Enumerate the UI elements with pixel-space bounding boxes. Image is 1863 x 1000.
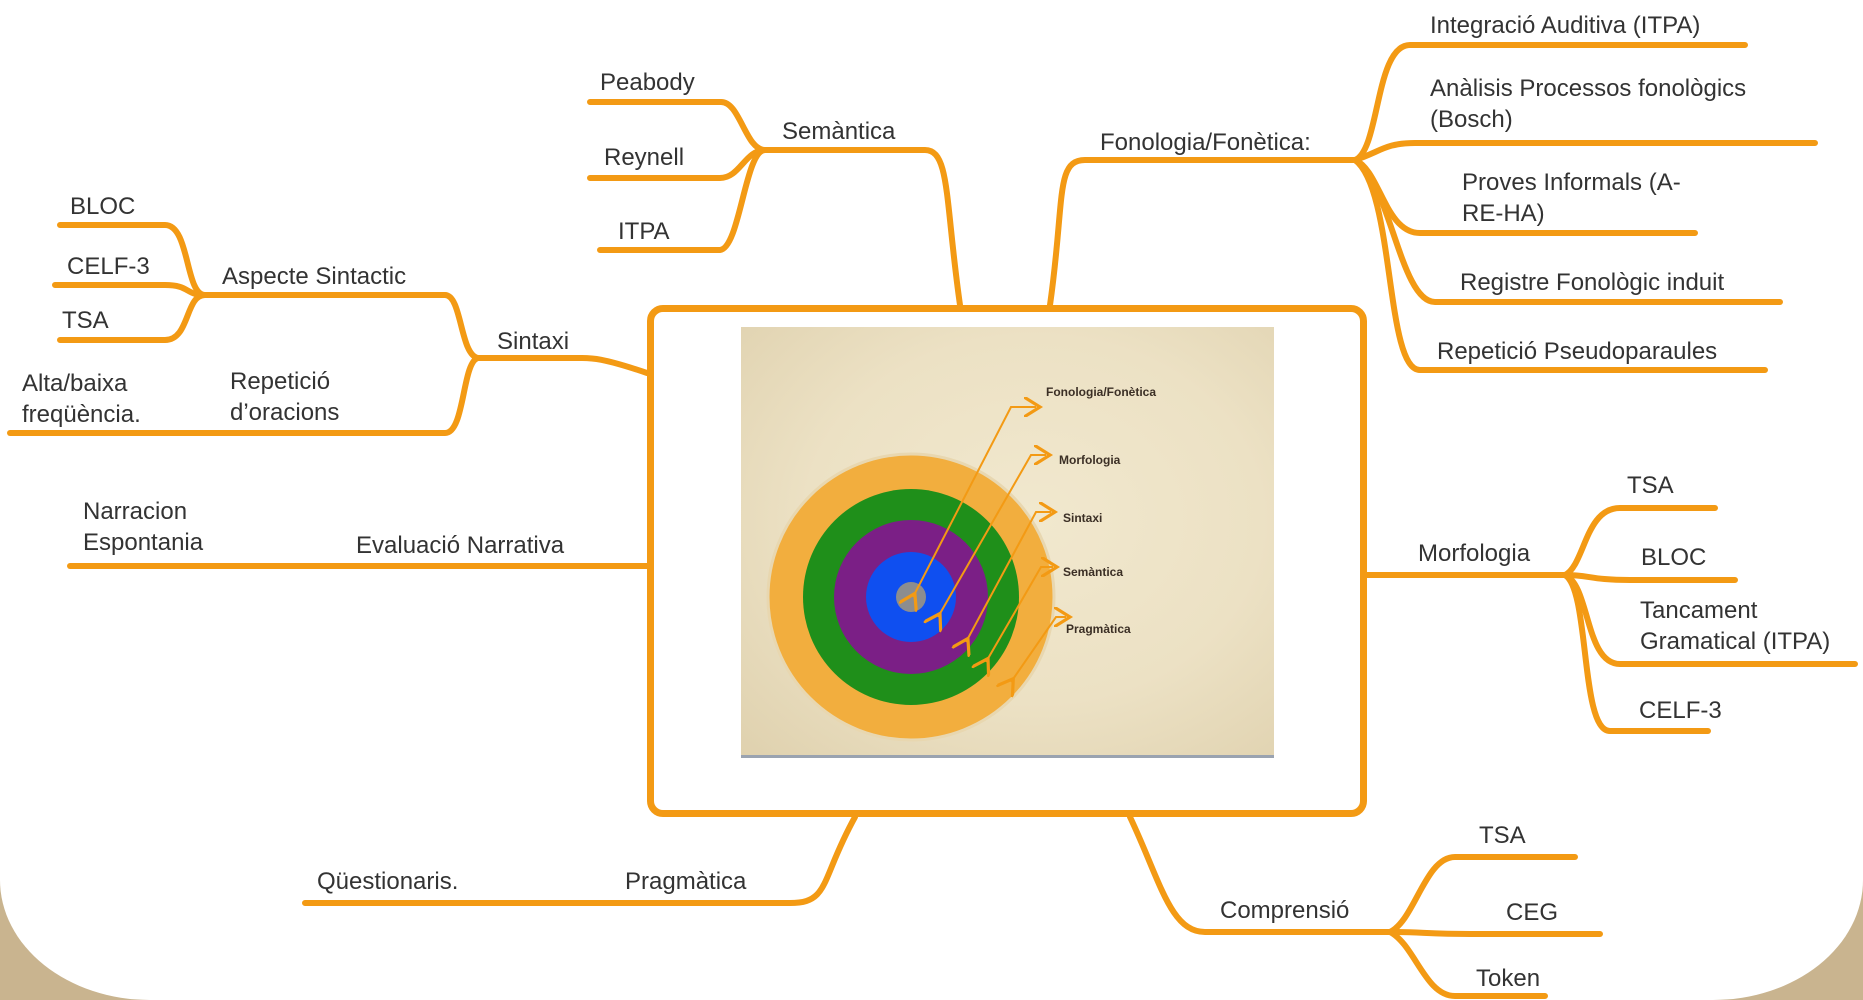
link-sintaxi — [475, 354, 650, 376]
topic-pragmatica[interactable]: Pragmàtica — [625, 868, 747, 895]
link-comprensio — [1127, 814, 1393, 935]
subtopic-aspecte-sintactic[interactable]: Aspecte Sintactic — [222, 263, 407, 290]
center-label-fonologia: Fonologia/Fonètica — [1046, 385, 1156, 399]
subtopic-integracio-auditiva[interactable]: Integració Auditiva (ITPA) — [1430, 12, 1701, 39]
link-celf — [52, 282, 208, 298]
topic-morfologia[interactable]: Morfologia — [1418, 540, 1531, 567]
center-label-morfologia: Morfologia — [1059, 453, 1121, 467]
subtopic-ceg[interactable]: CEG — [1506, 899, 1559, 926]
subtopic-questionaris[interactable]: Qüestionaris. — [317, 868, 459, 895]
subtopic-tancament-gramatical[interactable]: Tancament Gramatical (ITPA) — [1640, 597, 1831, 655]
subtopic-proves-informals[interactable]: Proves Informals (A-RE-HA) — [1462, 169, 1681, 227]
topic-semantica[interactable]: Semàntica — [782, 118, 896, 145]
subtopic-peabody[interactable]: Peabody — [600, 69, 695, 96]
subtopic-repeticio-oracions[interactable]: Repetició d’oracions — [230, 368, 340, 426]
subtopic-reynell[interactable]: Reynell — [604, 144, 685, 171]
subtopic-narracion-espontania[interactable]: Narracion Espontania — [83, 498, 204, 556]
center-label-pragmatica: Pragmàtica — [1066, 622, 1131, 636]
subtopic-registre-fonologic[interactable]: Registre Fonològic induit — [1460, 269, 1725, 296]
ring-core-fonologia — [896, 582, 926, 612]
link-integracio — [1352, 42, 1748, 163]
subtopic-bloc[interactable]: BLOC — [70, 193, 136, 220]
link-tsa-morf — [1562, 505, 1718, 578]
subtopic-tsa-morfologia[interactable]: TSA — [1627, 472, 1674, 499]
subtopic-bloc-morfologia[interactable]: BLOC — [1641, 544, 1707, 571]
subtopic-tsa-comprensio[interactable]: TSA — [1479, 822, 1526, 849]
central-concentric-image: Fonologia/Fonètica Morfologia Sintaxi Se… — [741, 327, 1274, 758]
subtopic-tsa[interactable]: TSA — [62, 307, 109, 334]
subtopic-celf3-morfologia[interactable]: CELF-3 — [1639, 697, 1722, 724]
subtopic-repeticio-pseudoparaules[interactable]: Repetició Pseudoparaules — [1437, 338, 1718, 365]
link-ceg — [1387, 929, 1603, 937]
center-label-sintaxi: Sintaxi — [1063, 511, 1103, 525]
link-aspecte — [202, 292, 481, 361]
link-repeticio-ps — [1352, 157, 1768, 373]
subtopic-itpa[interactable]: ITPA — [618, 218, 670, 245]
link-tsa-sin — [57, 292, 208, 343]
link-tsa-comp — [1387, 854, 1578, 935]
subtopic-celf3[interactable]: CELF-3 — [67, 253, 150, 280]
subtopic-analisis-processos[interactable]: Anàlisis Processos fonològics (Bosch) — [1430, 75, 1747, 133]
topic-fonologia[interactable]: Fonologia/Fonètica: — [1100, 129, 1311, 156]
link-token — [1387, 929, 1548, 999]
subtopic-token[interactable]: Token — [1476, 965, 1541, 992]
arrow-pragmatica — [1011, 617, 1066, 682]
topic-evaluacio-narrativa[interactable]: Evaluació Narrativa — [356, 532, 565, 559]
link-semantica — [587, 99, 963, 308]
link-itpa-sem — [597, 147, 768, 253]
link-bloc-morf — [1562, 572, 1738, 583]
link-fonologia — [1047, 157, 1358, 308]
topic-sintaxi[interactable]: Sintaxi — [497, 328, 570, 355]
link-pragmatica — [302, 814, 858, 906]
link-celf-morf — [1562, 572, 1711, 734]
link-analisis — [1352, 140, 1818, 163]
center-label-semantica: Semàntica — [1063, 565, 1124, 579]
subtopic-alta-baixa-frequencia[interactable]: Alta/baixa freqüència. — [22, 370, 141, 428]
concentric-rings-figure — [766, 327, 1274, 742]
link-repeticio — [202, 355, 481, 436]
topic-comprensio[interactable]: Comprensió — [1220, 897, 1350, 924]
